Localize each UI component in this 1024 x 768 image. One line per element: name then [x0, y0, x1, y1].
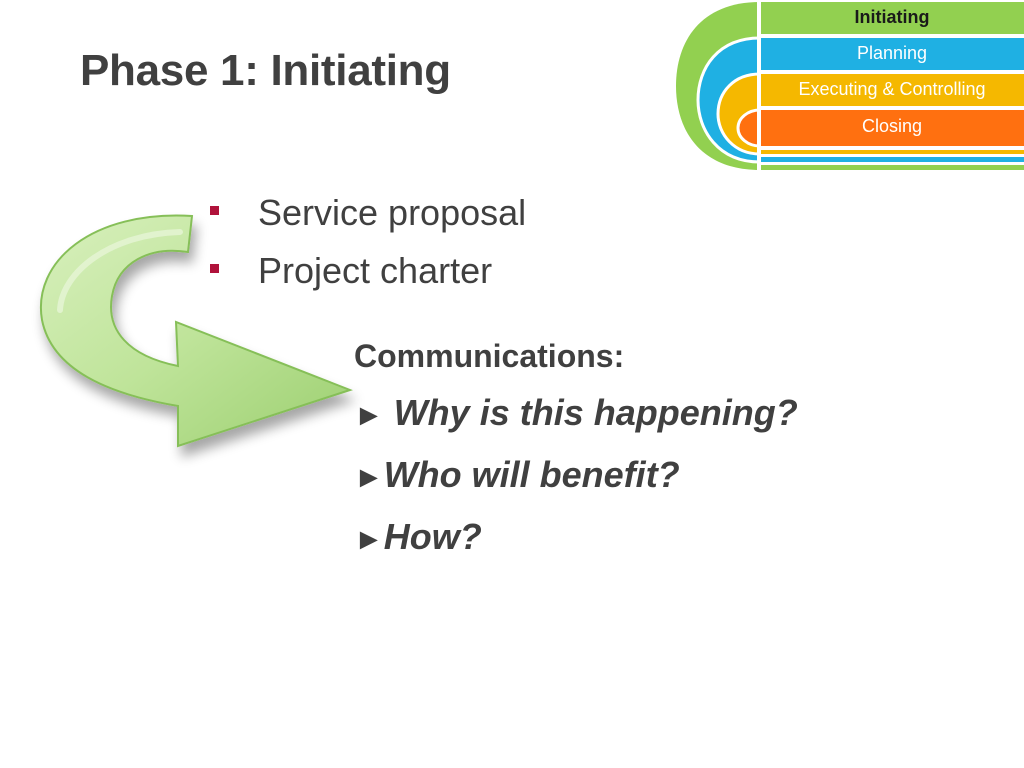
- question-line: ►Who will benefit?: [354, 444, 798, 506]
- list-item: Service proposal: [208, 190, 526, 248]
- phase-label-closing: Closing: [861, 116, 923, 136]
- square-bullet-icon: [210, 264, 219, 273]
- phase-band-closing: [738, 110, 1024, 146]
- communications-block: Communications: ► Why is this happening?…: [354, 334, 798, 568]
- triangle-bullet-icon: ►: [354, 399, 384, 432]
- phase-label-planning: Planning: [856, 43, 928, 63]
- question-text: How?: [383, 516, 482, 557]
- question-text: Why is this happening?: [383, 392, 798, 433]
- list-item: Project charter: [208, 248, 526, 306]
- bullet-text: Project charter: [258, 250, 493, 291]
- bullet-text: Service proposal: [258, 192, 527, 233]
- communications-heading: Communications:: [354, 338, 625, 374]
- phase-stack-graphic: [676, 0, 1024, 172]
- triangle-bullet-icon: ►: [354, 523, 384, 556]
- question-text: Who will benefit?: [383, 454, 680, 495]
- page-title: Phase 1: Initiating: [80, 46, 451, 95]
- question-line: ► Why is this happening?: [354, 382, 798, 444]
- phase-label-executing: Executing & Controlling: [798, 79, 986, 99]
- question-line: ►How?: [354, 506, 798, 568]
- triangle-bullet-icon: ►: [354, 461, 384, 494]
- square-bullet-icon: [210, 206, 219, 215]
- phase-label-initiating: Initiating: [854, 7, 930, 27]
- curved-return-arrow-icon: [39, 214, 353, 448]
- bullet-list: Service proposal Project charter: [208, 190, 526, 306]
